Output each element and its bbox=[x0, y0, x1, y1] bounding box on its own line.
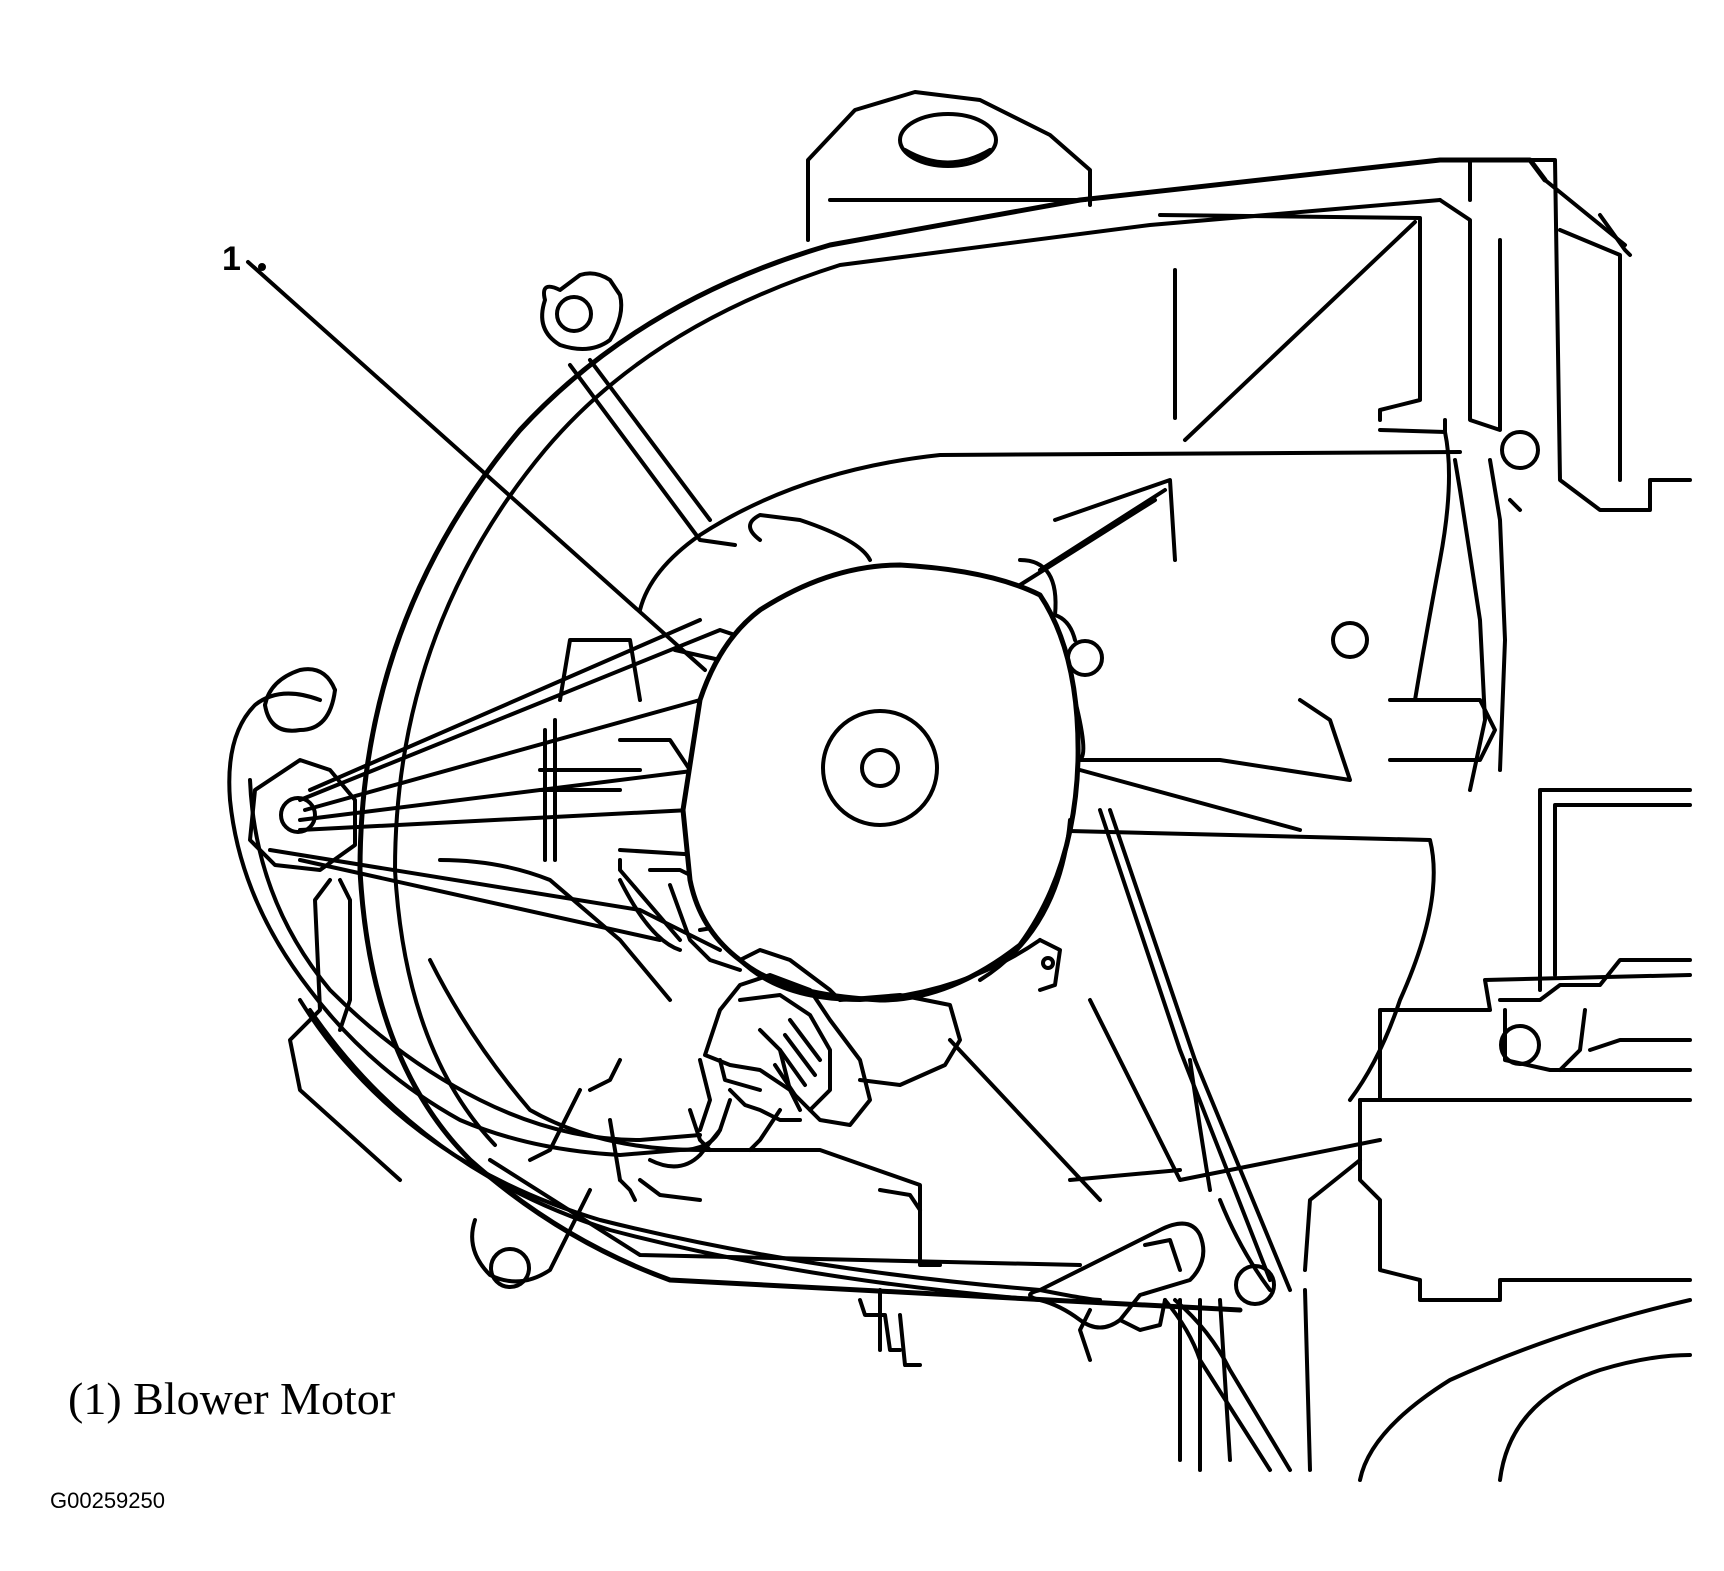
figure-id: G00259250 bbox=[50, 1488, 165, 1513]
wiring-harness bbox=[227, 667, 1292, 1472]
housing-detail-lines bbox=[528, 878, 1092, 1362]
blower-wheel bbox=[438, 358, 1436, 1202]
motor-electrical-connector bbox=[698, 948, 962, 1152]
callout-leader-line bbox=[246, 260, 707, 672]
mounting-ears bbox=[470, 271, 1541, 1306]
callout-number: 1 bbox=[222, 240, 241, 278]
top-mounting-tab bbox=[806, 90, 1092, 242]
blower-motor bbox=[680, 558, 1104, 1003]
callout-leader-dot bbox=[258, 263, 266, 271]
figure-caption: (1) Blower Motor bbox=[68, 1373, 396, 1424]
motor-support-struts bbox=[268, 618, 742, 972]
